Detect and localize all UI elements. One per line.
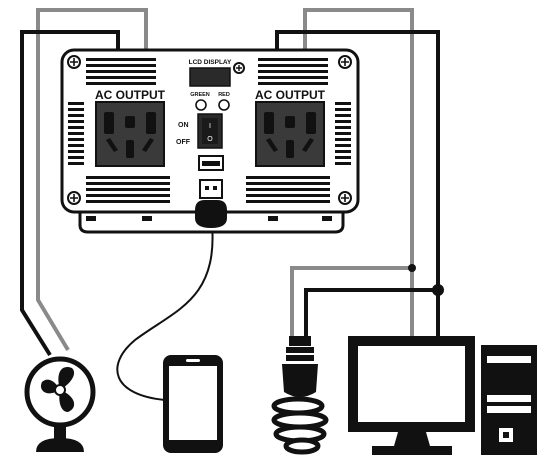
green-led-indicator [195, 99, 207, 111]
on-label: ON [178, 122, 189, 129]
lcd-display-label: LCD DISPLAY [189, 59, 232, 66]
computer-monitor-icon [348, 336, 475, 455]
led-bulb-icon [271, 336, 329, 455]
vent-right-top [258, 58, 328, 85]
red-led-indicator [218, 99, 230, 111]
power-panel: AC OUTPUT AC OUTPUT [60, 48, 360, 234]
ac-outlet-right: AC OUTPUT [255, 88, 326, 167]
vent-right-bottom [246, 176, 330, 203]
screw-icon [233, 62, 245, 74]
lcd-display [189, 67, 231, 87]
screw-icon [338, 55, 352, 69]
tab-slot [142, 216, 152, 221]
screw-icon [338, 191, 352, 205]
wire-gray-left-to-fan [36, 8, 148, 352]
vent-left-top [86, 58, 156, 85]
tab-slot [322, 216, 332, 221]
outlet-left-label: AC OUTPUT [95, 88, 166, 102]
socket-holes [104, 112, 156, 158]
socket-holes [264, 112, 316, 158]
vent-left-bottom [86, 176, 170, 203]
junction-gray [408, 264, 416, 272]
usb-plug-icon [195, 179, 227, 228]
usb-cable-to-phone [116, 223, 214, 401]
pc-tower-icon [481, 345, 537, 455]
wire-gray-branch-to-bulb [290, 266, 412, 336]
outlet-right-label: AC OUTPUT [255, 88, 326, 102]
power-switch[interactable]: I O [197, 113, 223, 149]
smartphone-icon [163, 355, 223, 453]
screw-icon [67, 55, 81, 69]
green-led-label: GREEN [190, 92, 210, 98]
junction-black [432, 284, 444, 296]
red-led-label: RED [218, 92, 230, 98]
usb-port [198, 155, 224, 171]
off-label: OFF [176, 139, 191, 146]
switch-on-symbol: I [209, 123, 211, 130]
switch-off-symbol: O [207, 136, 213, 143]
tab-slot [268, 216, 278, 221]
screw-icon [67, 191, 81, 205]
ac-outlet-left: AC OUTPUT [95, 88, 166, 167]
tab-slot [86, 216, 96, 221]
vent-side-left [68, 102, 84, 165]
fan-icon [24, 356, 96, 452]
vent-side-right [335, 102, 351, 165]
wire-black-branch-to-bulb [304, 288, 438, 336]
